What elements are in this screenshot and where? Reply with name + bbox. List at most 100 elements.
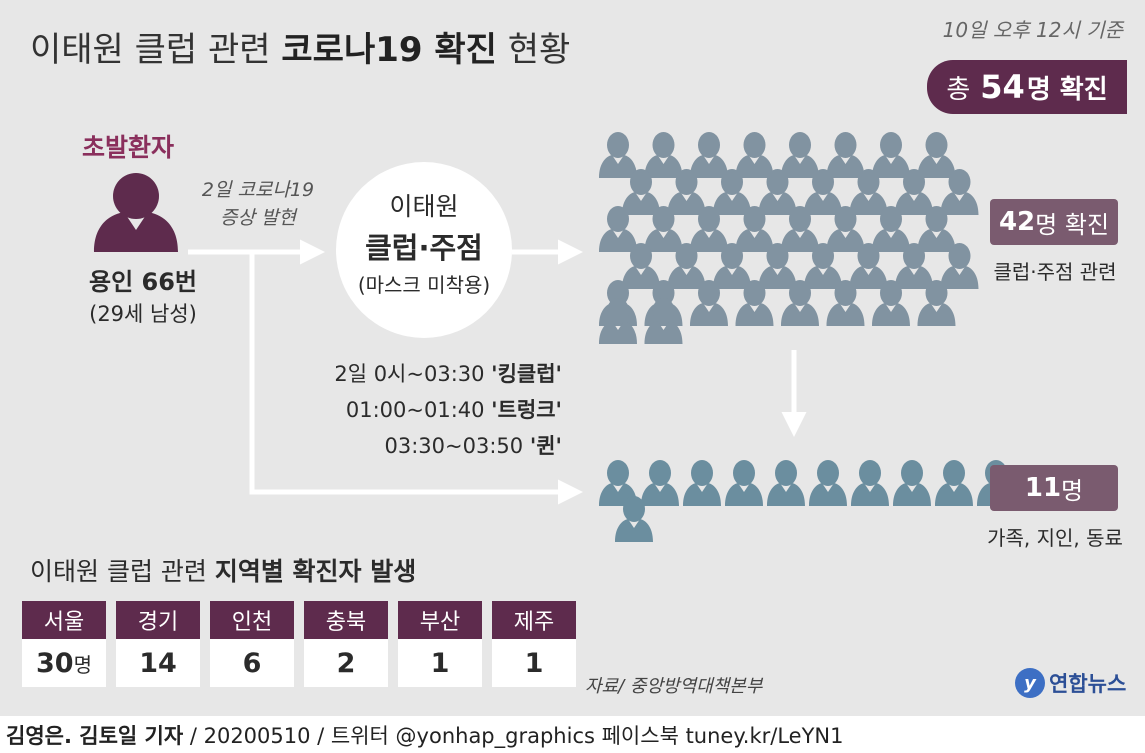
person-icon <box>735 132 774 178</box>
region-unit: 명 <box>73 652 92 677</box>
person-icon <box>641 460 679 506</box>
person-icon <box>644 206 683 252</box>
basis-time: 10일 오후 12시 기준 <box>942 18 1123 42</box>
person-icon <box>781 132 819 178</box>
person-icon <box>690 206 728 252</box>
club-count-number: 42 <box>998 207 1036 237</box>
visit-times: 2일 0시~03:30 '킹클럽' 01:00~01:40 '트렁크' 03:3… <box>262 356 562 464</box>
region-value-box: 14 <box>116 639 200 687</box>
visit-place: '킹클럽' <box>491 362 562 386</box>
symptom-onset: 2일 코로나19 증상 발현 <box>178 176 338 232</box>
person-icon <box>735 206 774 252</box>
person-icon <box>826 280 865 326</box>
region-title-normal: 이태원 클럽 관련 <box>30 557 215 586</box>
region-value: 14 <box>139 647 177 679</box>
visit-row: 03:30~03:50 '퀸' <box>262 428 563 464</box>
visit-time: 03:30~03:50 <box>384 434 530 458</box>
region-name: 제주 <box>492 601 576 639</box>
person-icon <box>872 280 910 326</box>
visit-place: '트렁크' <box>491 398 562 422</box>
person-icon <box>849 243 888 289</box>
person-icon <box>804 169 842 215</box>
person-icon <box>667 243 706 289</box>
person-icon <box>917 280 956 326</box>
region-value-box: 1 <box>492 639 576 687</box>
person-icon <box>849 169 888 215</box>
club-count-unit: 명 확진 <box>1035 210 1110 239</box>
region-title: 이태원 클럽 관련 지역별 확진자 발생 <box>30 552 416 588</box>
region-cell-incheon: 인천 6 <box>210 601 294 687</box>
club-group-desc: 클럽·주점 관련 <box>993 260 1117 284</box>
patient-zero-label: 초발환자 <box>82 133 175 162</box>
region-value: 1 <box>524 647 544 679</box>
contact-count-number: 11 <box>1024 473 1062 503</box>
region-title-bold: 지역별 확진자 발생 <box>214 557 417 586</box>
total-prefix: 총 <box>946 74 971 105</box>
person-icon <box>622 169 660 215</box>
region-name: 충북 <box>304 601 388 639</box>
person-icon <box>725 460 763 506</box>
person-icon <box>599 206 637 252</box>
person-icon <box>872 132 910 178</box>
region-cell-busan: 부산 1 <box>398 601 482 687</box>
region-value: 6 <box>242 647 262 679</box>
venue-line-2: 클럽·주점 <box>365 231 483 265</box>
person-icon <box>683 460 721 506</box>
yonhap-logo-icon: y <box>1015 668 1045 698</box>
page-title: 이태원 클럽 관련 코로나19 확진 현황 <box>30 22 570 71</box>
region-cell-gyeonggi: 경기 14 <box>116 601 200 687</box>
person-icon <box>690 132 728 178</box>
person-icon <box>713 169 751 215</box>
contact-group-desc: 가족, 지인, 동료 <box>987 526 1123 550</box>
person-icon <box>895 169 933 215</box>
person-icon <box>940 243 979 289</box>
person-icon <box>599 298 637 344</box>
person-icon <box>622 243 660 289</box>
person-icon <box>667 169 706 215</box>
person-icon <box>690 280 728 326</box>
region-name: 인천 <box>210 601 294 639</box>
visit-row: 01:00~01:40 '트렁크' <box>262 392 562 428</box>
person-icon <box>804 243 842 289</box>
person-icon <box>917 132 956 178</box>
region-value: 1 <box>430 647 450 679</box>
visit-place: '퀸' <box>529 434 562 458</box>
title-bold: 코로나19 확진 <box>281 30 497 70</box>
person-icon <box>735 280 774 326</box>
person-icon <box>826 206 865 252</box>
total-number: 54 <box>980 68 1025 106</box>
person-icon <box>872 206 910 252</box>
venue-line-3: (마스크 미착용) <box>357 273 491 297</box>
region-name: 경기 <box>116 601 200 639</box>
yonhap-logo: y 연합뉴스 <box>1015 666 1126 700</box>
person-icon <box>917 206 956 252</box>
region-name: 부산 <box>398 601 482 639</box>
person-icon <box>895 243 933 289</box>
credit-line: 김영은. 김토일 기자 / 20200510 / 트위터 @yonhap_gra… <box>6 720 843 750</box>
person-icon <box>940 169 979 215</box>
title-tail: 현황 <box>496 30 571 70</box>
patient-zero-name: 용인 66번 <box>89 268 197 296</box>
person-icon <box>713 243 751 289</box>
source-note: 자료/ 중앙방역대책본부 <box>585 676 763 697</box>
visit-row: 2일 0시~03:30 '킹클럽' <box>262 356 562 392</box>
contact-count-unit: 명 <box>1061 476 1084 505</box>
person-icon <box>615 496 653 542</box>
total-unit: 명 확진 <box>1026 74 1108 105</box>
region-value-box: 2 <box>304 639 388 687</box>
yonhap-logo-text: 연합뉴스 <box>1049 672 1127 696</box>
person-icon <box>809 460 847 506</box>
person-icon <box>851 460 889 506</box>
symptom-line-1: 2일 코로나19 <box>201 179 315 201</box>
contact-people-group <box>599 460 1015 542</box>
title-normal: 이태원 클럽 관련 <box>30 30 282 70</box>
symptom-line-2: 증상 발현 <box>220 207 296 229</box>
venue-line-1: 이태원 <box>389 192 459 221</box>
region-cell-jeju: 제주 1 <box>492 601 576 687</box>
visit-time: 2일 0시~03:30 <box>334 362 492 386</box>
patient-zero-icon <box>94 173 178 252</box>
person-icon <box>767 460 805 506</box>
